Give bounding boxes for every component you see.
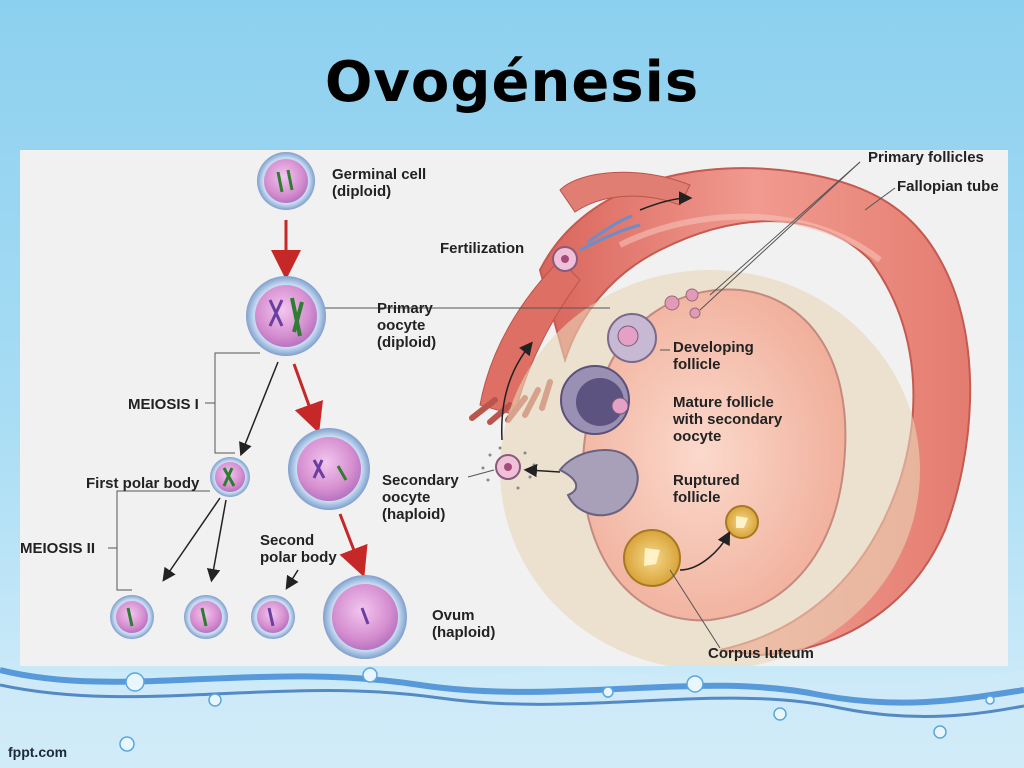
- mature-follicle-art: [560, 365, 630, 435]
- label-fertilization: Fertilization: [440, 240, 525, 257]
- released-oocyte-art: [481, 341, 561, 490]
- label-leader-lines: [108, 161, 896, 649]
- label-meiosis-1: MEIOSIS I: [128, 396, 199, 413]
- ovogenesis-diagram: Germinal cell (diploid) Primary oocyte (…: [20, 149, 1008, 666]
- label-primary-oocyte: Primary oocyte (diploid): [377, 300, 437, 351]
- ruptured-follicle-art: [558, 449, 639, 517]
- label-meiosis-2: MEIOSIS II: [20, 540, 96, 557]
- corpus-luteum-art: [623, 505, 759, 587]
- polar-body-1: [110, 595, 154, 639]
- label-corpus-luteum: Corpus luteum: [708, 645, 814, 662]
- label-secondary-oocyte: Secondary oocyte (haploid): [382, 472, 459, 523]
- progression-arrows: [271, 220, 368, 578]
- label-fallopian-tube: Fallopian tube: [897, 178, 999, 195]
- diagram-artwork: [108, 152, 972, 666]
- second-polar-body: [251, 595, 295, 639]
- first-polar-body: [210, 457, 250, 497]
- label-ruptured-follicle: Ruptured follicle: [673, 472, 740, 506]
- label-germinal-cell: Germinal cell (diploid): [332, 166, 427, 200]
- label-ovum: Ovum (haploid): [432, 607, 496, 641]
- label-developing-follicle: Developing follicle: [673, 339, 754, 373]
- slide-title: Ovogénesis: [324, 50, 700, 115]
- division-arrows: [162, 361, 299, 590]
- developing-follicle-art: [607, 313, 657, 363]
- polar-body-2: [184, 595, 228, 639]
- ovum: [323, 575, 407, 659]
- water-wave-decoration: [0, 667, 1024, 768]
- germinal-cell: [257, 152, 315, 210]
- label-mature-follicle: Mature follicle with secondary oocyte: [673, 394, 783, 445]
- label-second-polar-body: Second polar body: [260, 532, 337, 566]
- footer-brand: fppt.com: [8, 744, 68, 760]
- fertilization-art: [552, 191, 693, 272]
- primary-follicles-art: [664, 288, 701, 319]
- secondary-oocyte: [288, 428, 370, 510]
- label-primary-follicles: Primary follicles: [868, 149, 984, 166]
- label-first-polar-body: First polar body: [86, 475, 200, 492]
- primary-oocyte: [246, 276, 326, 356]
